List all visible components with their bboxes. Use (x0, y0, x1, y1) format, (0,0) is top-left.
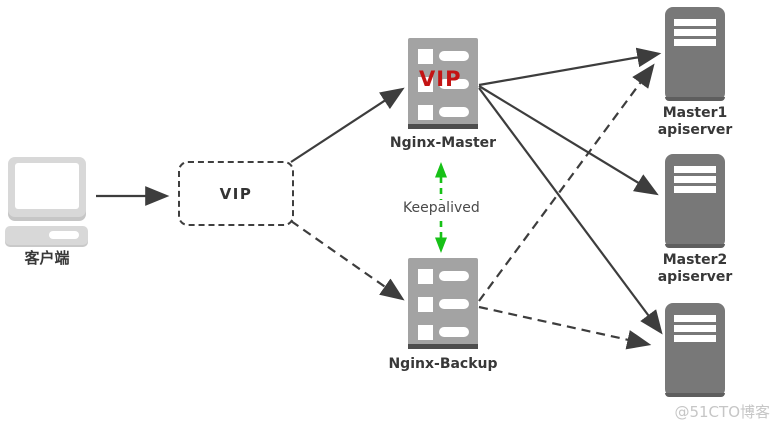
server-led-icon (418, 269, 433, 284)
master1-apiserver-icon (665, 7, 725, 101)
vip-box-label: VIP (219, 184, 253, 203)
client-label: 客户端 (24, 249, 70, 267)
nginx-backup-label: Nginx-Backup (388, 356, 498, 372)
master3-apiserver-icon (665, 303, 725, 397)
server-slot-icon (439, 79, 469, 89)
server-base-strip (665, 393, 725, 397)
vip-badge: VIP (419, 67, 462, 91)
server-slot-icon (439, 299, 469, 309)
watermark: @51CTO博客 (674, 403, 770, 421)
keepalived-label: Keepalived (400, 200, 483, 216)
server-slot-icon (439, 107, 469, 117)
master2-role: apiserver (657, 269, 733, 285)
server-slot-icon (439, 271, 469, 281)
server-base-strip (665, 97, 725, 101)
server-vent-icon (674, 29, 716, 36)
server-base-strip (408, 344, 478, 349)
server-slot-icon (439, 327, 469, 337)
vip-box: VIP (178, 161, 294, 226)
client-screen (15, 163, 79, 209)
client-keyboard-icon (5, 226, 88, 245)
nginx-master-label: Nginx-Master (389, 135, 497, 151)
master2-apiserver-label: Master2 apiserver (655, 252, 735, 286)
client-keyboard-bar (49, 231, 79, 239)
server-led-icon (418, 49, 433, 64)
nginx-master-icon: VIP (408, 38, 478, 129)
server-vent-icon (674, 166, 716, 173)
server-vent-icon (674, 176, 716, 183)
master2-apiserver-icon (665, 154, 725, 248)
server-vent-icon (674, 325, 716, 332)
keepalived-arrow (435, 162, 447, 253)
server-vent-icon (674, 19, 716, 26)
server-vent-icon (674, 335, 716, 342)
server-vent-icon (674, 186, 716, 193)
server-vent-icon (674, 39, 716, 46)
server-led-icon (418, 77, 433, 92)
server-slot-icon (439, 51, 469, 61)
arrow-backup-to-apiserver1 (478, 63, 655, 302)
master1-role: apiserver (657, 122, 733, 138)
arrow-backup-to-apiserver3 (478, 305, 652, 350)
nginx-backup-icon (408, 258, 478, 349)
server-led-icon (418, 297, 433, 312)
arrow-master-to-apiserver1 (478, 47, 662, 87)
arrow-master-to-apiserver2 (478, 85, 659, 196)
server-led-icon (418, 325, 433, 340)
client-computer-icon (8, 157, 86, 217)
server-base-strip (408, 124, 478, 129)
arrow-vip-to-nginx-master (290, 87, 405, 163)
server-led-icon (418, 105, 433, 120)
server-base-strip (665, 244, 725, 248)
server-vent-icon (674, 315, 716, 322)
arrow-master-to-apiserver3 (478, 87, 663, 335)
master1-name: Master1 (662, 105, 728, 121)
master2-name: Master2 (662, 252, 728, 268)
master1-apiserver-label: Master1 apiserver (655, 105, 735, 139)
arrow-vip-to-nginx-backup (290, 220, 405, 301)
